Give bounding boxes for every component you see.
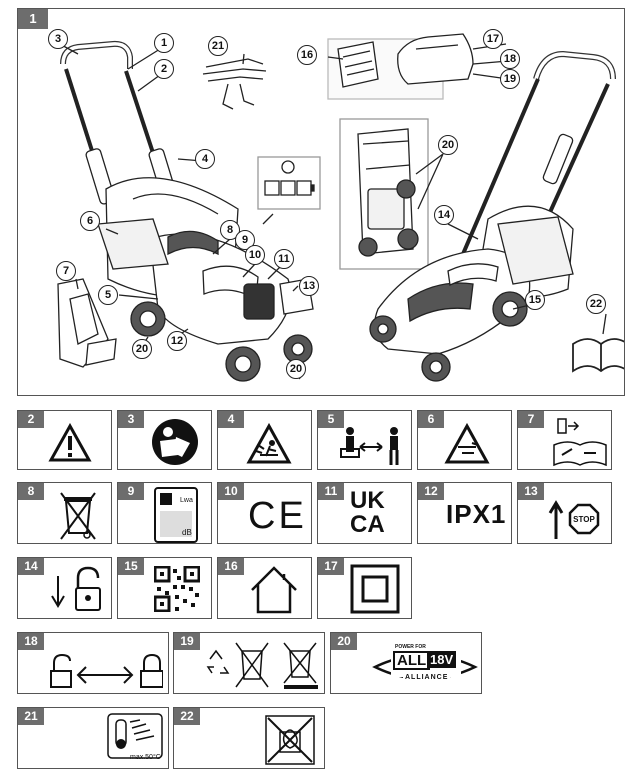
no-water-fire-icon (265, 715, 315, 765)
symbol-14: 14 (17, 557, 112, 619)
symbol-18: 18 (17, 632, 169, 694)
stop-arrow-icon: STOP (548, 500, 600, 539)
callout-16: 16 (297, 45, 317, 65)
symbol-3: 3 (117, 410, 212, 470)
callout-3: 3 (48, 29, 68, 49)
indoor-use-house-icon (251, 566, 297, 614)
ukca-bottom: CA (350, 511, 385, 538)
thrown-objects-warning-icon (246, 423, 292, 464)
double-insulation-icon (350, 564, 400, 614)
symbol-5: 5 (317, 410, 412, 470)
symbol-12: 12 IPX1 (417, 482, 512, 544)
symbol-13: 13 STOP (517, 482, 612, 544)
callout-20-c: 20 (286, 359, 306, 379)
callout-21: 21 (208, 36, 228, 56)
symbol-6: 6 (417, 410, 512, 470)
panel-number: 1 (18, 9, 48, 29)
callout-14: 14 (434, 205, 454, 225)
logo-all: ALL (393, 651, 431, 670)
max-temp-text: max.50°C (130, 754, 161, 761)
logo-18v: 18V (427, 651, 457, 668)
stop-text: STOP (573, 515, 595, 524)
callout-12: 12 (167, 331, 187, 351)
callout-17: 17 (483, 29, 503, 49)
svg-text:Lwa: Lwa (180, 497, 193, 504)
callout-11: 11 (274, 249, 294, 269)
callout-22: 22 (586, 294, 606, 314)
unlock-arrow-icon (51, 566, 101, 611)
crossed-out-wheelie-bin-icon (60, 492, 96, 540)
symbol-7: 7 (517, 410, 612, 470)
callout-18: 18 (500, 49, 520, 69)
callout-20-b: 20 (132, 339, 152, 359)
keep-bystanders-away-icon (340, 427, 399, 465)
remove-key-before-maintenance-icon (553, 418, 607, 467)
symbol-22: 22 (173, 707, 325, 769)
sound-power-level-icon: Lwa dB (154, 487, 198, 543)
ipx1-icon: IPX1 (446, 499, 507, 529)
ukca-top: UK (350, 487, 385, 514)
callout-13: 13 (299, 276, 319, 296)
symbol-9: 9 Lwa dB (117, 482, 212, 544)
svg-text:dB: dB (182, 528, 192, 537)
symbol-19: 19 (173, 632, 325, 694)
symbol-2: 2 (17, 410, 112, 470)
ukca-mark-icon: UK CA (350, 489, 385, 537)
callout-6: 6 (80, 211, 100, 231)
lock-unlock-icon (50, 653, 163, 688)
sharp-blades-warning-icon (444, 423, 490, 464)
callout-15: 15 (525, 290, 545, 310)
logo-power-for: POWER FOR (395, 644, 426, 650)
symbol-15: 15 (117, 557, 212, 619)
illustration-panel: 1 (17, 8, 625, 396)
warning-triangle-icon (48, 423, 92, 462)
symbol-11: 11 UK CA (317, 482, 412, 544)
callout-20-a: 20 (438, 135, 458, 155)
read-manual-icon (152, 419, 198, 465)
callout-19: 19 (500, 69, 520, 89)
ce-mark-icon: CE (248, 495, 307, 537)
callout-1: 1 (154, 33, 174, 53)
qr-code-icon (154, 566, 200, 612)
symbol-20: 20 POWER FOR ALL 18V ALLIANCE (330, 632, 482, 694)
logo-alliance: ALLIANCE (403, 674, 451, 681)
lawnmower-illustration (57, 33, 624, 382)
callout-4: 4 (195, 149, 215, 169)
symbol-4: 4 (217, 410, 312, 470)
symbol-16: 16 (217, 557, 312, 619)
symbol-10: 10 CE (217, 482, 312, 544)
symbol-8: 8 (17, 482, 112, 544)
recycle-battery-icon (206, 642, 318, 689)
callout-10: 10 (245, 245, 265, 265)
callout-5: 5 (98, 285, 118, 305)
max-temperature-icon (107, 713, 163, 759)
callout-7: 7 (56, 261, 76, 281)
callout-2: 2 (154, 59, 174, 79)
symbol-17: 17 (317, 557, 412, 619)
symbol-21: 21 max.50°C (17, 707, 169, 769)
